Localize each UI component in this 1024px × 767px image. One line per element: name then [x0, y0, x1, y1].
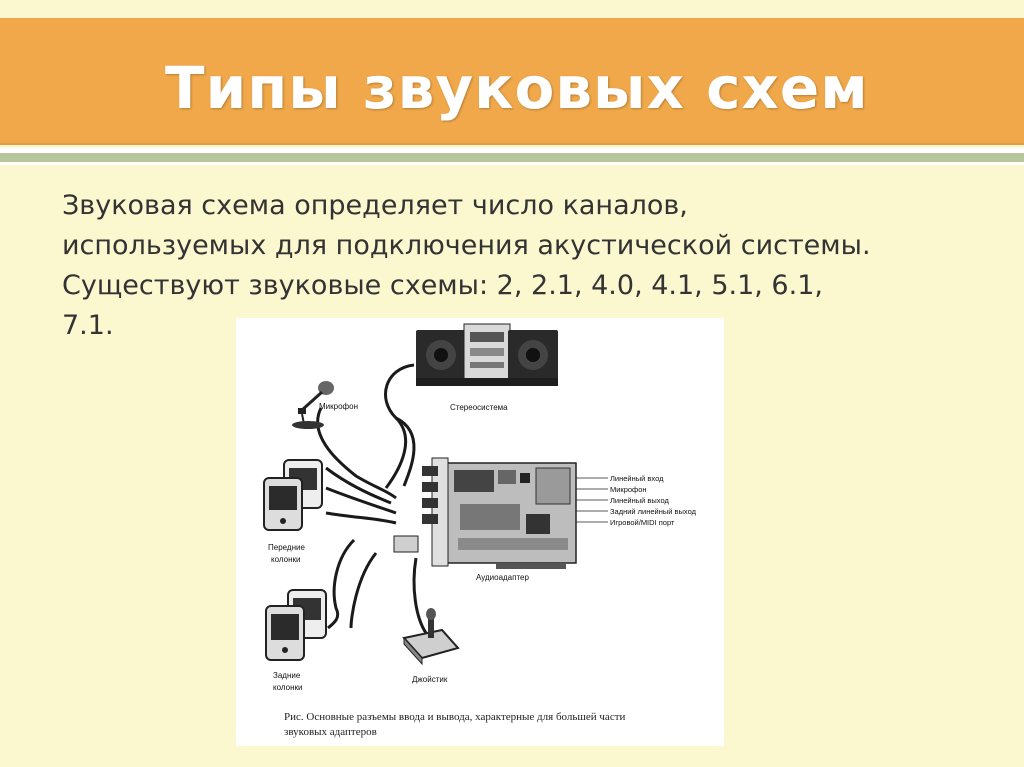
port-label: Задний линейный выход [610, 507, 697, 516]
stereo-system-icon [416, 323, 558, 386]
rear-cable-1 [327, 538, 356, 630]
connection-diagram: Стереосистема Микрофон Передние колонки [263, 323, 697, 692]
joystick-label: Джойстик [412, 675, 448, 684]
divider-stripe [0, 162, 1024, 165]
port-label: Линейный вход [610, 474, 664, 483]
port-label: Игровой/MIDI порт [610, 518, 675, 527]
paragraph-line: используемых для подключения акустическо… [62, 230, 871, 261]
rear-speakers-label: Задние [273, 671, 301, 680]
rear-speakers-label: колонки [273, 683, 302, 692]
stereo-label: Стереосистема [450, 403, 508, 412]
front-speakers-icon [263, 459, 323, 531]
paragraph-line: Звуковая схема определяет число каналов, [62, 190, 688, 221]
rear-cable-2 [349, 552, 378, 629]
cables [316, 363, 428, 634]
divider-stripe-accent [0, 153, 1024, 162]
slide-title: Типы звуковых схем [165, 54, 869, 122]
front-cable-2 [325, 486, 397, 515]
audio-adapter-card [393, 457, 577, 569]
front-cable-1 [325, 466, 392, 505]
joystick-cable [412, 557, 428, 634]
port-leader-lines [576, 477, 608, 523]
rear-speakers-icon [265, 589, 327, 661]
joystick-icon [402, 608, 460, 666]
paragraph-line: 7.1. [62, 310, 114, 341]
front-cable-3 [325, 511, 397, 525]
microphone-label: Микрофон [319, 402, 358, 411]
port-label: Линейный выход [610, 496, 669, 505]
figure-caption: Рис. Основные разъемы ввода и вывода, ха… [284, 710, 714, 740]
paragraph-line: Существуют звуковые схемы: 2, 2.1, 4.0, … [62, 270, 823, 301]
caption-line: звуковых адаптеров [284, 726, 377, 738]
front-speakers-label: колонки [271, 555, 300, 564]
sound-adapter-figure: Стереосистема Микрофон Передние колонки [236, 318, 724, 746]
divider-stripe [0, 148, 1024, 153]
front-speakers-label: Передние [268, 543, 305, 552]
stereo-cable-2 [395, 416, 416, 487]
body-paragraph: Звуковая схема определяет число каналов,… [62, 186, 982, 346]
port-label: Микрофон [610, 485, 647, 494]
adapter-label: Аудиоадаптер [476, 573, 529, 582]
title-bar: Типы звуковых схем [0, 18, 1024, 145]
mic-cable [316, 407, 397, 500]
caption-line: Рис. Основные разъемы ввода и вывода, ха… [284, 711, 626, 723]
microphone-icon [292, 381, 334, 429]
